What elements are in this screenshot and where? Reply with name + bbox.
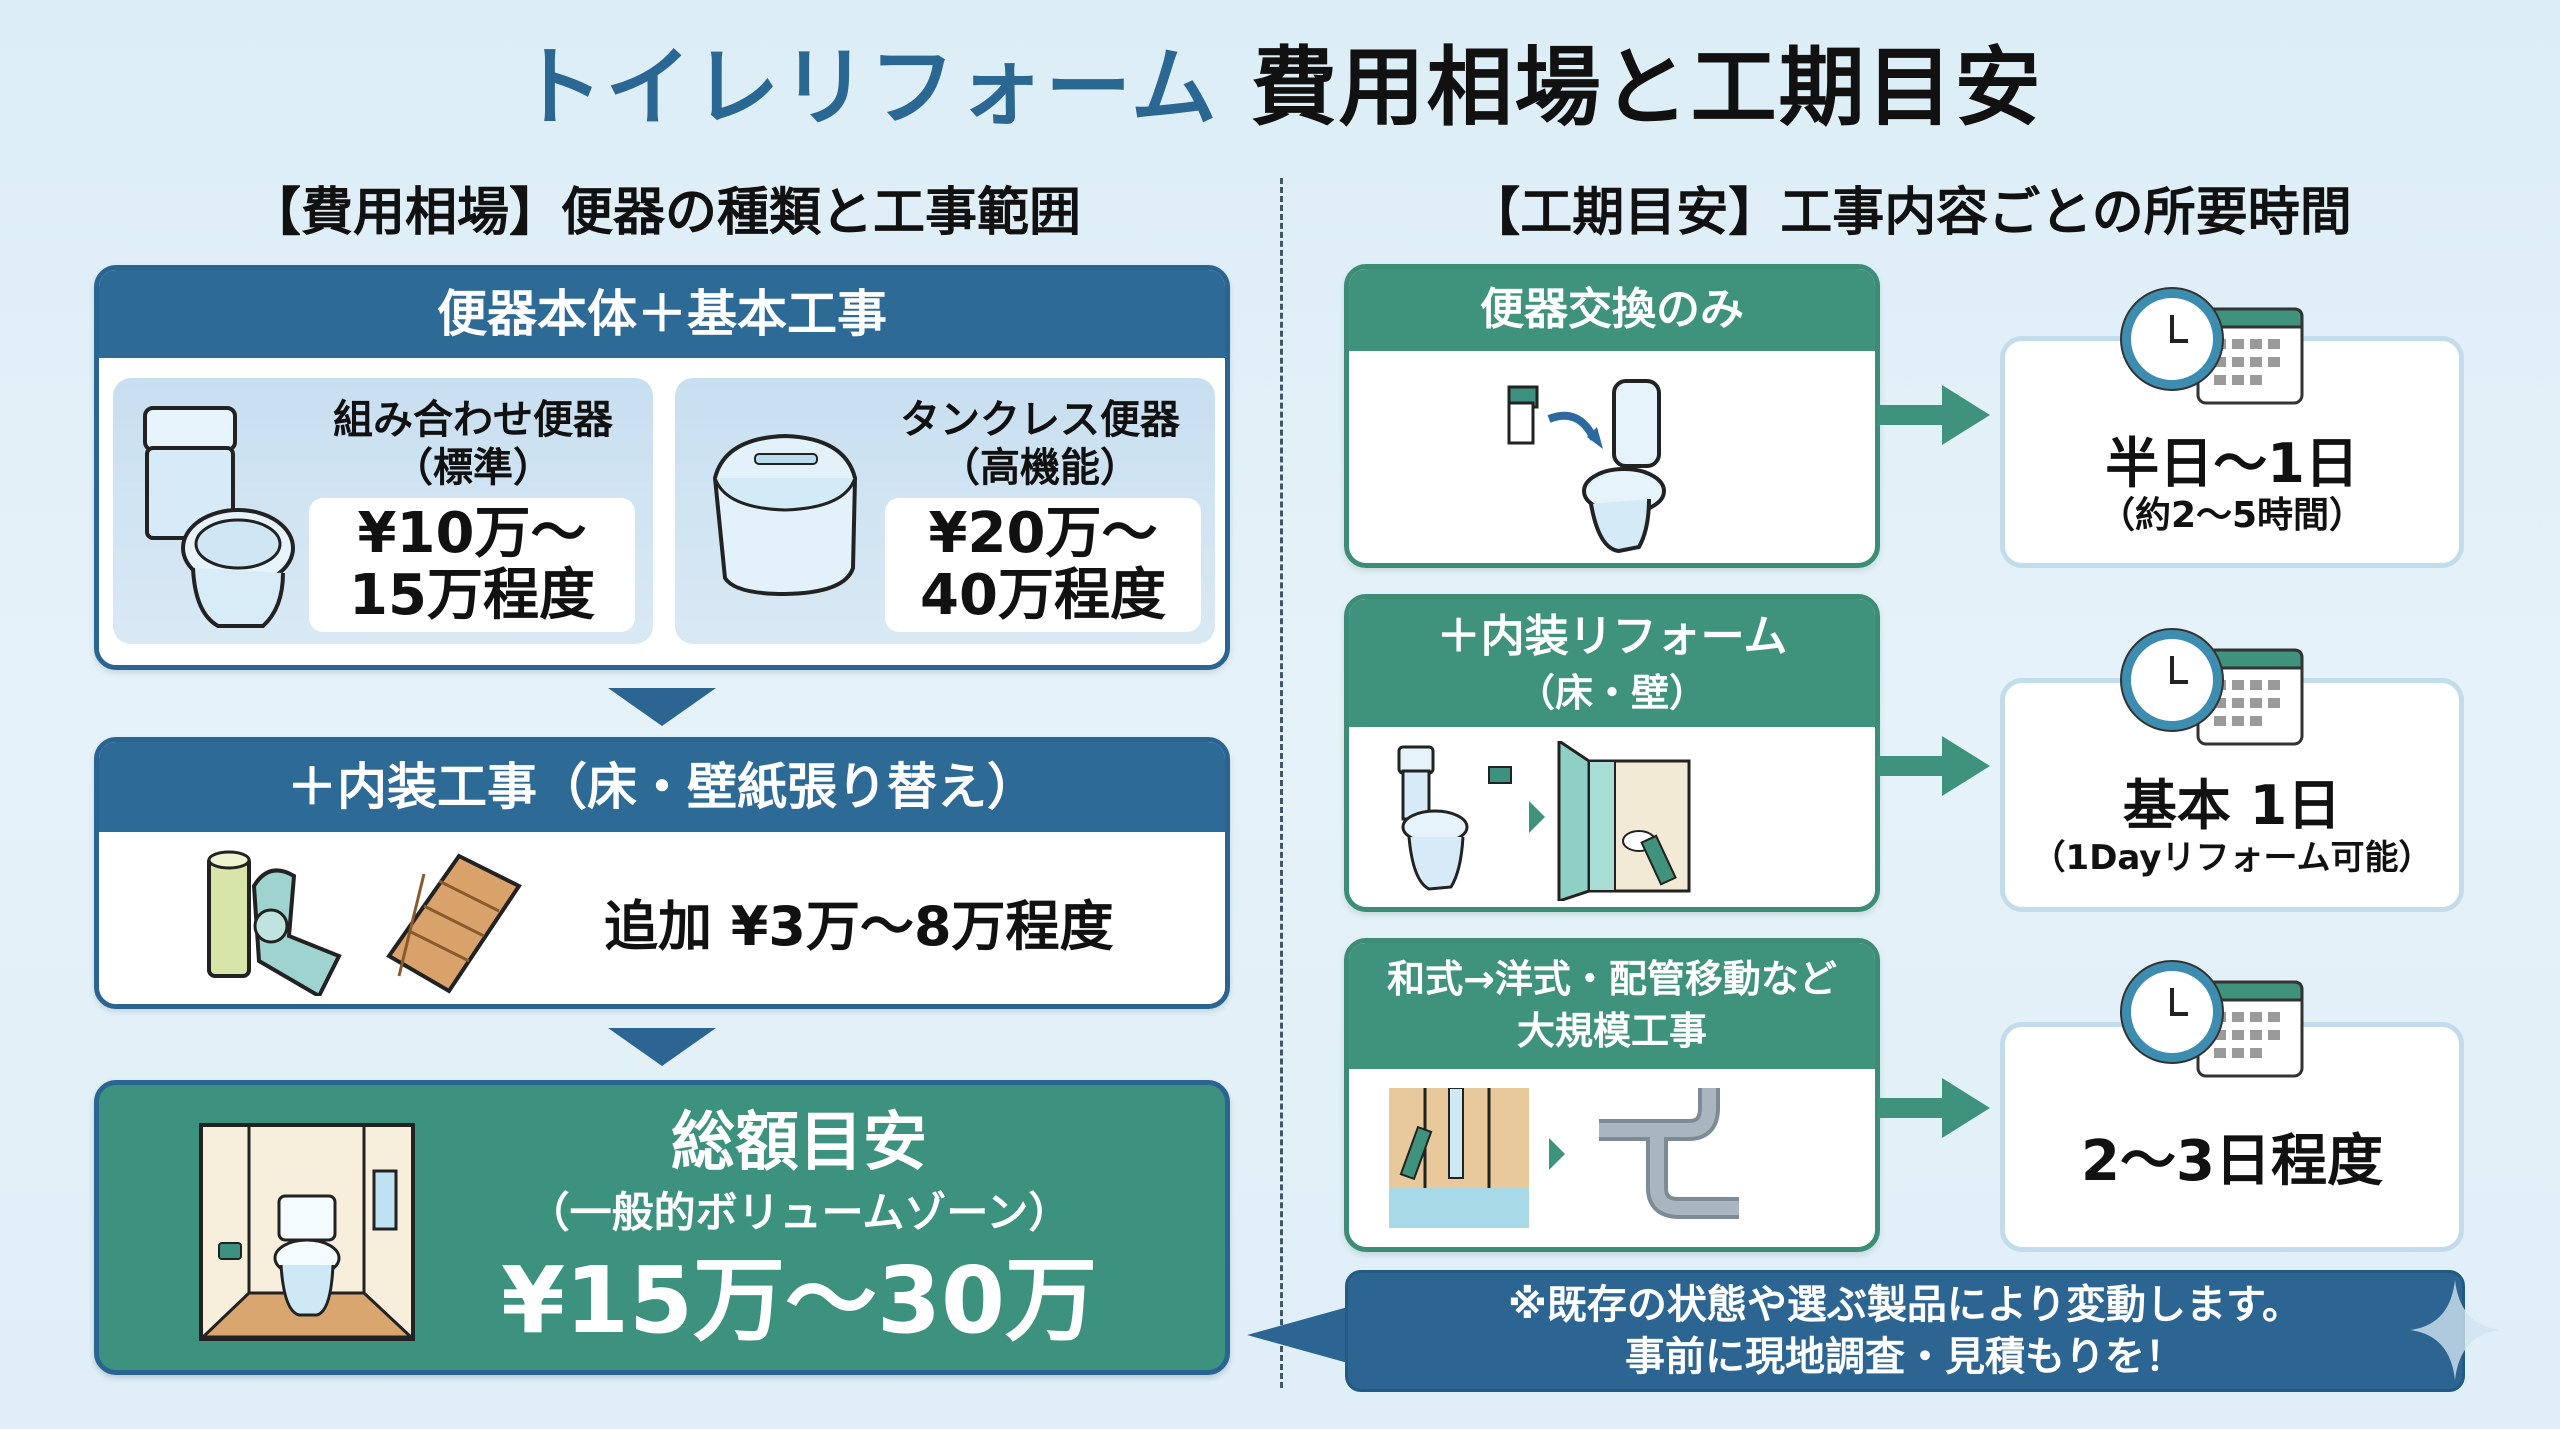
title-part-2: 費用相場と工期目安 (1250, 38, 2043, 138)
interior-reform-icon (1397, 741, 1691, 901)
combination-toilet-price: ¥10万〜 15万程度 (309, 498, 635, 632)
page-title: トイレリフォーム 費用相場と工期目安 (0, 28, 2560, 148)
schedule-card-toilet-only: 便器交換のみ (1344, 264, 1880, 568)
total-cost-card: 総額目安 （一般的ボリュームゾーン） ¥15万〜30万 (94, 1080, 1230, 1375)
header-line-1: ＋内装リフォーム (1436, 611, 1788, 662)
schedule-card-header: 便器交換のみ (1349, 269, 1875, 351)
price-line-1: ¥20万〜 (928, 501, 1158, 566)
column-divider (1280, 178, 1283, 1388)
interior-cost-header: ＋内装工事（床・壁紙張り替え） (99, 742, 1225, 832)
duration-detail: （約2〜5時間） (2098, 495, 2366, 536)
toilet-room-icon (199, 1123, 415, 1341)
arrow-right-icon (1878, 736, 1990, 796)
base-cost-card: 便器本体＋基本工事 組み合わせ便器 （標準） ¥10万〜 15万程度 (94, 265, 1230, 670)
clock-calendar-icon (2120, 628, 2304, 746)
cost-section-heading: 【費用相場】便器の種類と工事範囲 (248, 183, 1081, 243)
tankless-toilet-panel: タンクレス便器 （高機能） ¥20万〜 40万程度 (675, 378, 1215, 644)
interior-cost-price: 追加 ¥3万〜8万程度 (604, 895, 1114, 958)
down-arrow-icon (608, 1028, 716, 1066)
base-cost-header: 便器本体＋基本工事 (99, 270, 1225, 358)
tankless-toilet-sub: （高機能） (940, 445, 1140, 491)
duration-value: 基本 1日 (2122, 774, 2342, 837)
schedule-card-header: 和式→洋式・配管移動など 大規模工事 (1349, 943, 1875, 1069)
wallpaper-roll-icon (207, 850, 342, 996)
speech-bubble-pointer (1247, 1305, 1355, 1365)
duration-value: 半日〜1日 (2105, 432, 2359, 495)
total-subtitle: （一般的ボリュームゾーン） (527, 1188, 1071, 1237)
duration-detail: （1Dayリフォーム可能） (2031, 838, 2433, 878)
tankless-toilet-name: タンクレス便器 (900, 397, 1180, 443)
note-line-2: 事前に現地調査・見積もりを！ (1625, 1334, 2185, 1380)
clock-calendar-icon (2120, 287, 2304, 405)
price-line-1: ¥10万〜 (357, 501, 587, 566)
toilet-replacement-icon (1507, 379, 1666, 554)
title-part-1: トイレリフォーム (517, 38, 1219, 138)
arrow-right-icon (1878, 385, 1990, 445)
combination-toilet-sub: （標準） (393, 445, 553, 491)
total-title: 総額目安 (671, 1106, 927, 1180)
note-line-1: ※既存の状態や選ぶ製品により変動します。 (1507, 1282, 2303, 1328)
sparkle-icon (2410, 1280, 2500, 1380)
schedule-section-heading: 【工期目安】工事内容ごとの所要時間 (1468, 183, 2352, 243)
header-line-2: （床・壁） (1516, 671, 1707, 715)
schedule-card-major-work: 和式→洋式・配管移動など 大規模工事 (1344, 938, 1880, 1252)
schedule-card-interior: ＋内装リフォーム （床・壁） (1344, 594, 1880, 912)
header-line-1: 和式→洋式・配管移動など (1387, 957, 1837, 1001)
interior-cost-card: ＋内装工事（床・壁紙張り替え） 追加 ¥3万〜8万程度 (94, 737, 1230, 1009)
total-price: ¥15万〜30万 (500, 1247, 1098, 1354)
header-line-2: 大規模工事 (1516, 1009, 1707, 1053)
combination-toilet-panel: 組み合わせ便器 （標準） ¥10万〜 15万程度 (113, 378, 653, 644)
down-arrow-icon (608, 688, 716, 726)
combination-toilet-name: 組み合わせ便器 (333, 397, 613, 443)
combination-toilet-icon (143, 406, 295, 628)
schedule-card-header: ＋内装リフォーム （床・壁） (1349, 599, 1875, 727)
duration-value: 2〜3日程度 (2081, 1129, 2383, 1194)
clock-calendar-icon (2120, 960, 2304, 1078)
plumbing-work-icon (1389, 1088, 1739, 1228)
arrow-right-icon (1878, 1078, 1990, 1138)
price-line-2: 15万程度 (349, 563, 595, 628)
price-line-2: 40万程度 (920, 563, 1166, 628)
tankless-toilet-icon (712, 433, 858, 597)
tankless-toilet-price: ¥20万〜 40万程度 (885, 498, 1201, 632)
flooring-planks-icon (386, 853, 522, 994)
disclaimer-note: ※既存の状態や選ぶ製品により変動します。 事前に現地調査・見積もりを！ (1345, 1270, 2465, 1392)
